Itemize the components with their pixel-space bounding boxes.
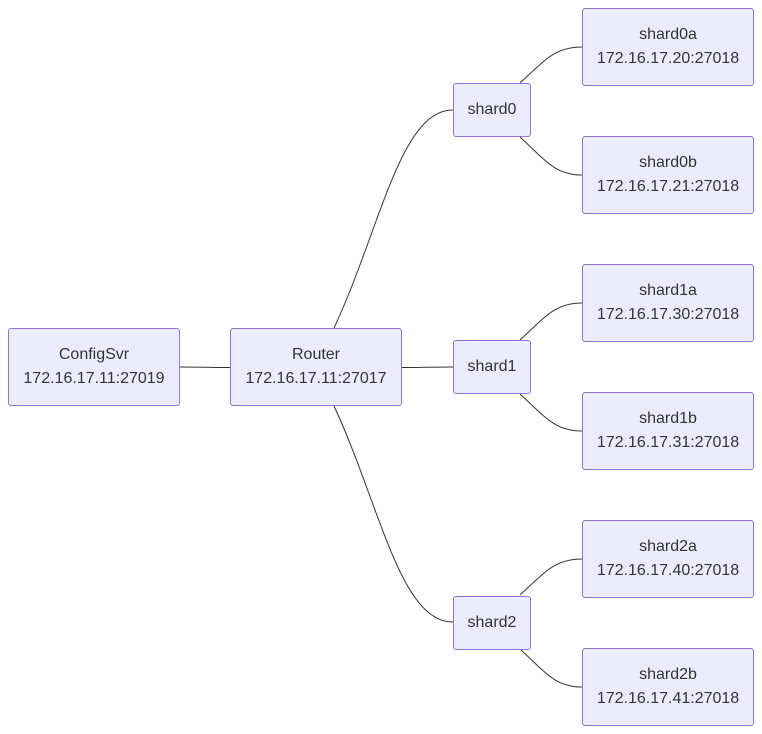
edge-shard2-shard2b: [519, 648, 583, 688]
node-router: Router 172.16.17.11:27017: [230, 328, 402, 406]
node-router-address: 172.16.17.11:27017: [245, 370, 387, 387]
edge-shard2-shard2a: [519, 558, 583, 596]
node-shard1a-name: shard1a: [639, 282, 697, 299]
node-shard1b: shard1b 172.16.17.31:27018: [582, 392, 754, 470]
edge-shard1-shard1b: [519, 393, 583, 432]
node-shard1b-address: 172.16.17.31:27018: [596, 434, 740, 451]
node-shard2: shard2: [453, 596, 531, 650]
node-shard0: shard0: [453, 83, 531, 137]
node-shard0-name: shard0: [467, 101, 517, 118]
node-shard1-name: shard1: [467, 358, 517, 375]
node-shard0b: shard0b 172.16.17.21:27018: [582, 136, 754, 214]
node-shard1: shard1: [453, 340, 531, 394]
node-shard1a: shard1a 172.16.17.30:27018: [582, 264, 754, 342]
node-shard1a-address: 172.16.17.30:27018: [596, 306, 740, 323]
node-router-name: Router: [291, 346, 341, 363]
node-shard2a: shard2a 172.16.17.40:27018: [582, 520, 754, 598]
node-shard2b: shard2b 172.16.17.41:27018: [582, 648, 754, 726]
edge-configsvr-router: [179, 366, 231, 368]
node-shard2b-name: shard2b: [639, 666, 697, 683]
node-shard2a-name: shard2a: [639, 538, 697, 555]
node-shard1b-name: shard1b: [639, 410, 697, 427]
node-configsvr: ConfigSvr 172.16.17.11:27019: [8, 328, 180, 406]
edge-router-shard1: [401, 366, 454, 368]
edge-shard0-shard0b: [519, 136, 583, 176]
node-configsvr-address: 172.16.17.11:27019: [23, 370, 165, 387]
node-shard0a-address: 172.16.17.20:27018: [596, 50, 740, 67]
edge-router-shard2: [333, 405, 454, 623]
node-configsvr-name: ConfigSvr: [58, 346, 130, 363]
edge-shard0-shard0a: [519, 46, 583, 84]
node-shard2a-address: 172.16.17.40:27018: [596, 562, 740, 579]
node-shard0a: shard0a 172.16.17.20:27018: [582, 8, 754, 86]
node-shard0a-name: shard0a: [639, 26, 697, 43]
node-shard0b-name: shard0b: [639, 154, 697, 171]
edge-router-shard0: [333, 109, 454, 329]
node-shard2b-address: 172.16.17.41:27018: [596, 690, 740, 707]
node-shard0b-address: 172.16.17.21:27018: [596, 178, 740, 195]
edge-shard1-shard1a: [519, 302, 583, 341]
node-shard2-name: shard2: [467, 614, 517, 631]
